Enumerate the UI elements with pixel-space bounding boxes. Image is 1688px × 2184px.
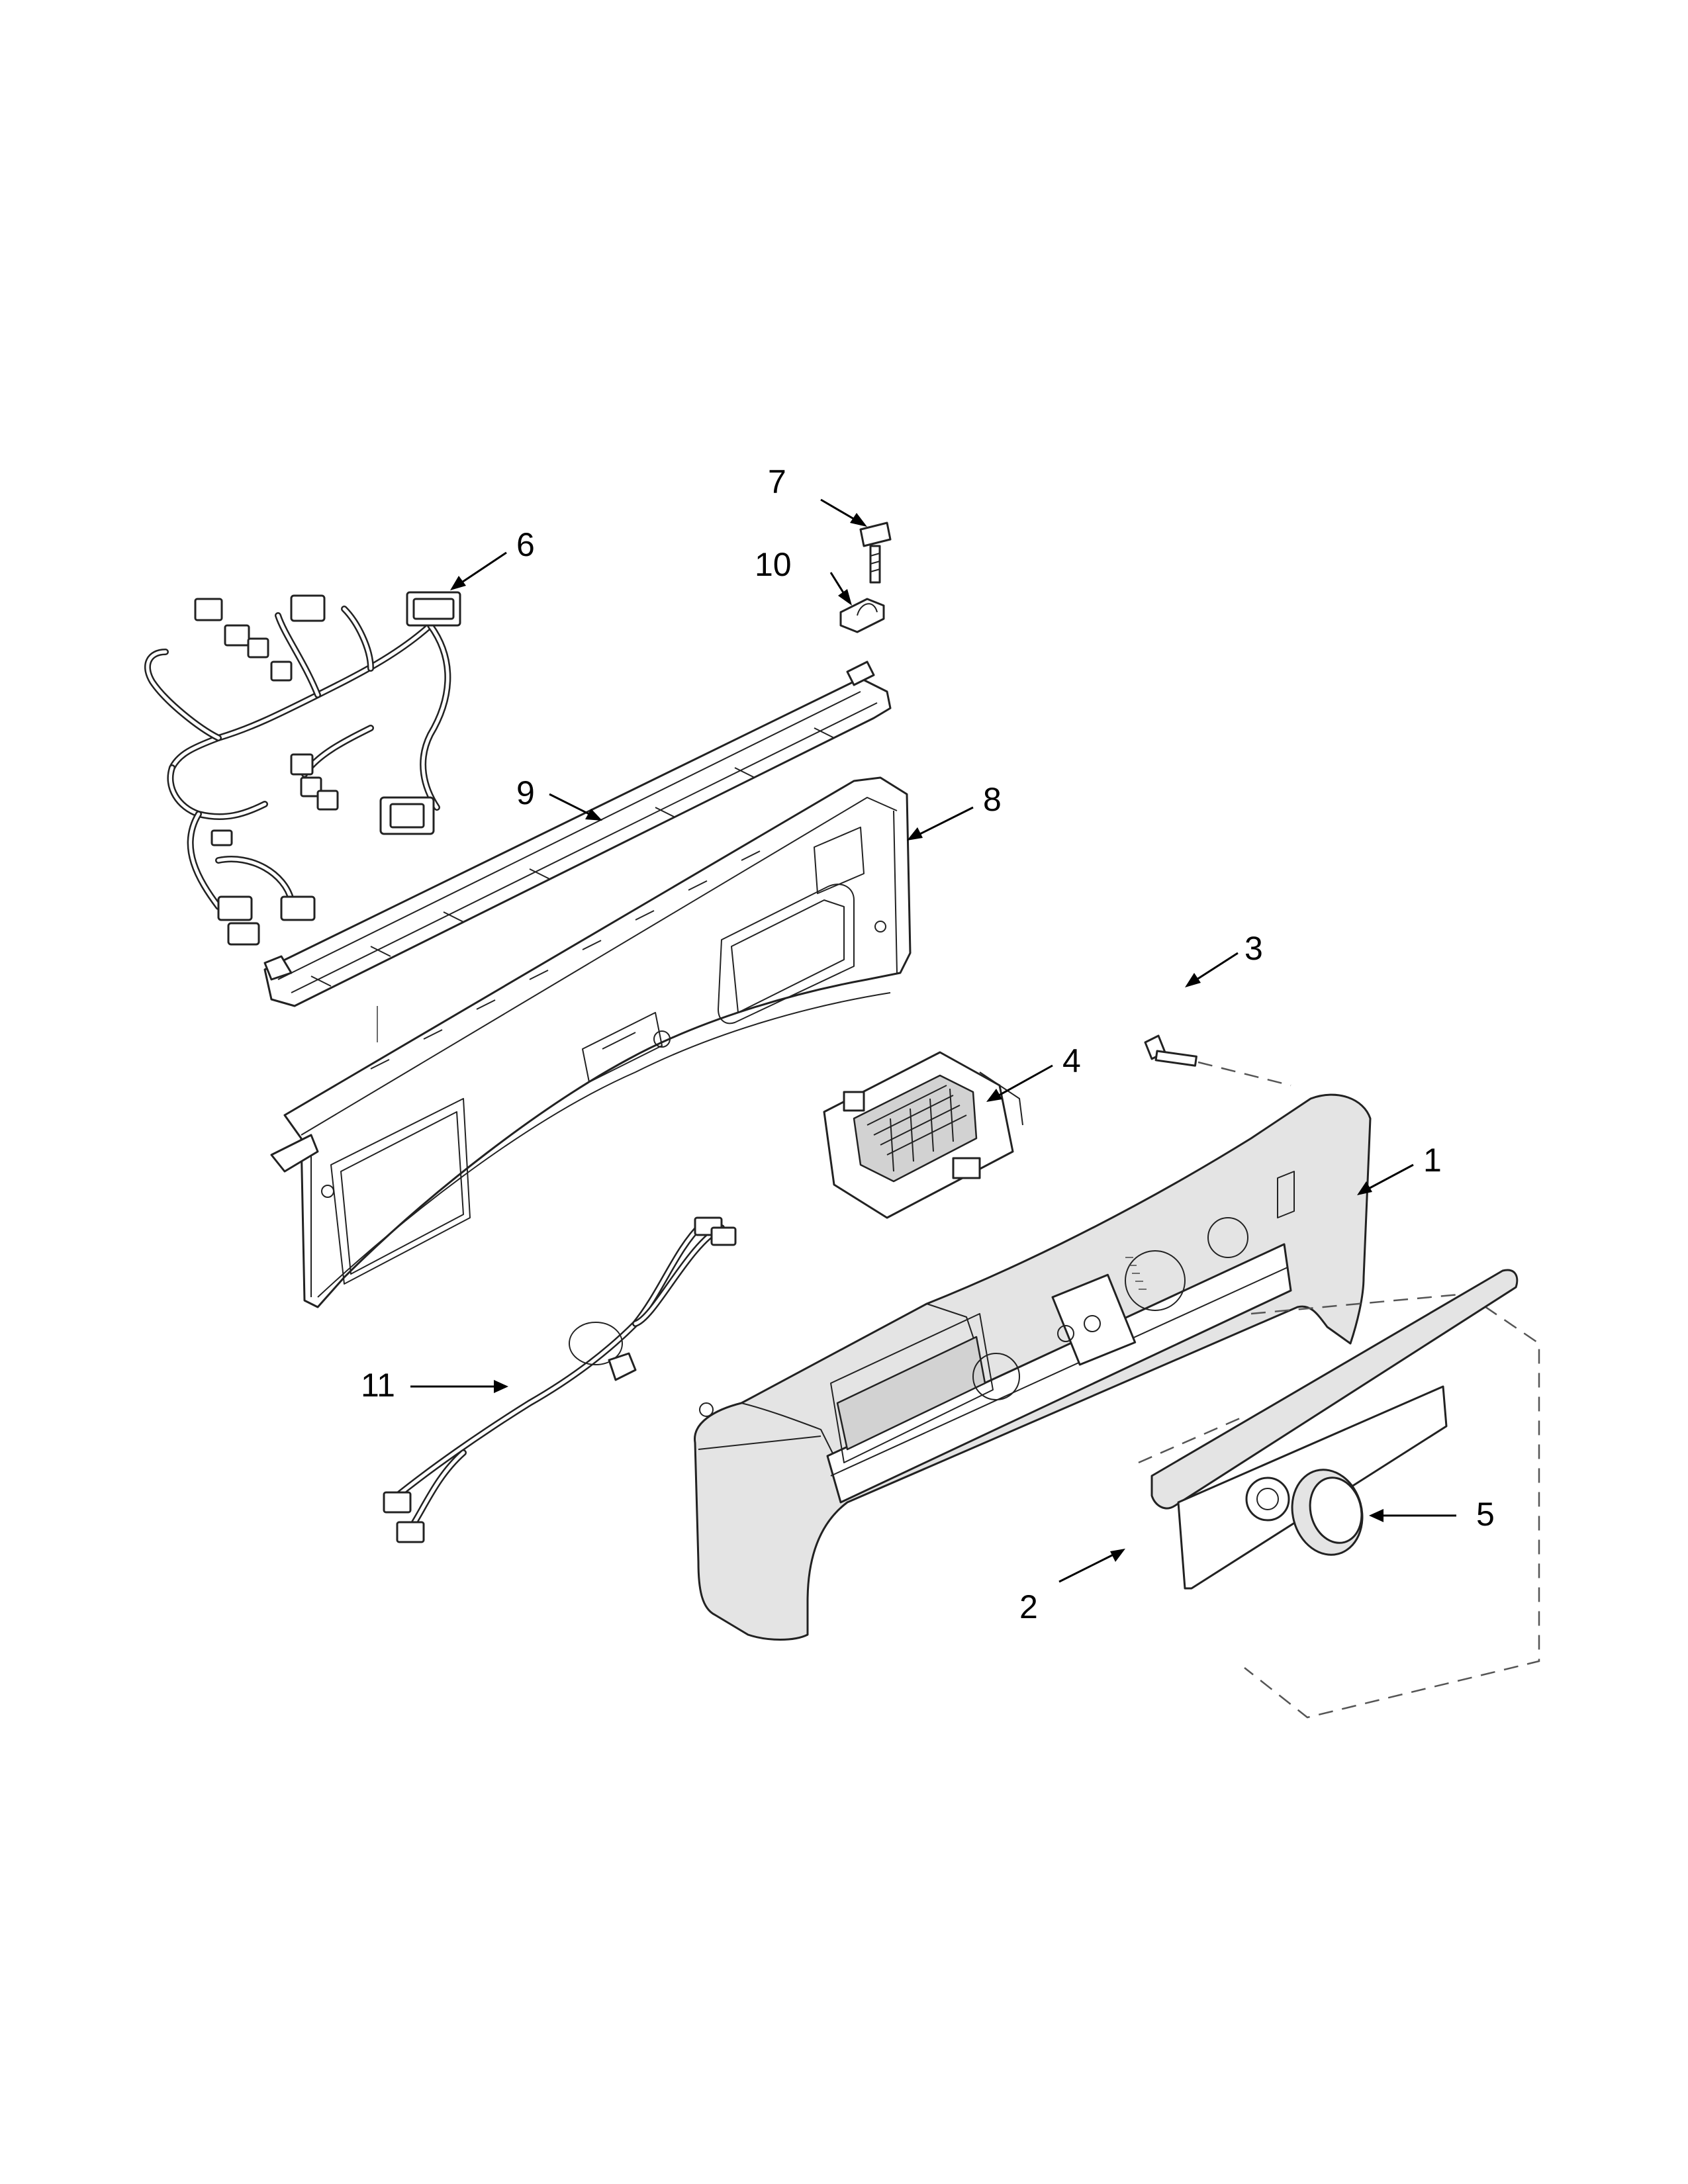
callout-labels: 7 10 6 9 8 3 4 1 5 2 11 [361, 463, 1495, 1625]
wire-harness-part-6 [144, 591, 461, 946]
callout-11: 11 [361, 1367, 395, 1404]
clip-part-10 [839, 598, 885, 633]
callout-7: 8 [983, 781, 1002, 818]
callout-2: 2 [1019, 1588, 1038, 1625]
callout-arrows [410, 498, 1456, 1583]
callout-8: 7 [768, 463, 786, 500]
callout-3: 3 [1244, 930, 1263, 967]
callout-4: 4 [1062, 1042, 1081, 1079]
knob-part-5 [1291, 1469, 1364, 1556]
bracket-rail-part-9 [263, 660, 892, 1042]
console-part-1 [694, 1093, 1372, 1641]
control-board-part-4 [823, 1051, 1023, 1219]
screw-part-3 [1144, 1034, 1291, 1087]
wire-assembly-part-11 [383, 1216, 737, 1543]
callout-6: 6 [516, 526, 535, 563]
screw-part-8 [859, 522, 892, 584]
callout-10: 10 [755, 546, 792, 583]
callout-9: 9 [516, 774, 535, 811]
callout-5: 5 [1476, 1496, 1495, 1533]
callout-1: 1 [1423, 1142, 1442, 1179]
console-panel-part-7 [270, 776, 912, 1308]
